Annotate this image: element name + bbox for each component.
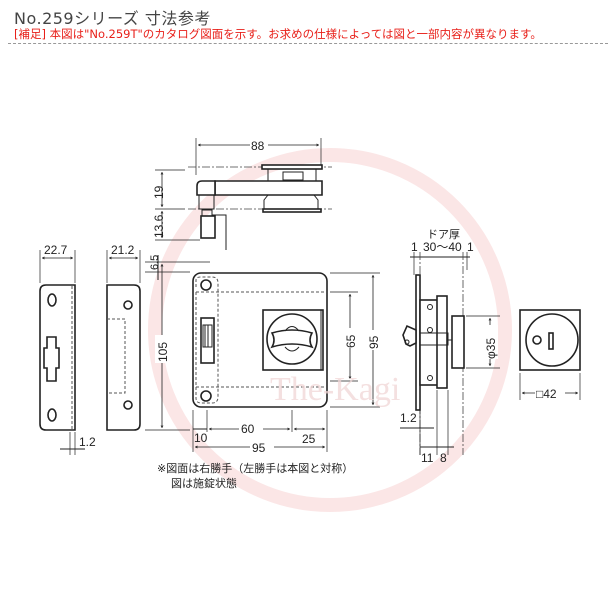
- supplement-note: [補足] 本図は"No.259T"のカタログ図面を示す。お求めの仕様によっては図…: [14, 27, 542, 41]
- dim-strike-thickness: 1.2: [79, 435, 96, 449]
- strike-plate-side: 21.2: [106, 243, 141, 431]
- dim-front-offset: 6.5: [149, 255, 161, 270]
- dim-door-label: ドア厚: [427, 228, 460, 241]
- dim-strike2-width: 21.2: [111, 243, 135, 257]
- dim-front-height-total: 105: [156, 342, 170, 362]
- top-view: 88 19 13.6: [152, 138, 332, 250]
- escutcheon-view: □42: [519, 309, 581, 401]
- dim-door-left: 1: [411, 240, 418, 254]
- strike-plate-front: 22.7 1.2: [39, 243, 96, 455]
- footnote-state: 図は施錠状態: [171, 477, 237, 490]
- dim-side-b: 8: [440, 451, 447, 465]
- dim-top-h2: 13.6: [152, 214, 166, 238]
- side-view: ドア厚 1 30〜40 1 φ35 1.2 11 8: [400, 228, 500, 465]
- dim-knob-dia: φ35: [484, 338, 498, 359]
- page-title: No.259シリーズ 寸法参考: [14, 9, 211, 28]
- dim-top-h1: 19: [152, 185, 166, 199]
- dim-door-range: 30〜40: [423, 240, 462, 254]
- divider: [8, 43, 608, 44]
- dim-front-w-left: 10: [194, 431, 208, 445]
- dim-front-w-right: 25: [302, 432, 316, 446]
- dim-front-height: 95: [367, 335, 381, 349]
- dim-top-width: 88: [251, 139, 265, 153]
- dim-door-right: 1: [467, 240, 474, 254]
- dim-front-width: 95: [252, 441, 266, 455]
- dim-front-w-mid: 60: [241, 422, 255, 436]
- watermark-ring: [148, 148, 512, 512]
- footnote-hand: ※図面は右勝手（左勝手は本図と対称）: [157, 462, 354, 475]
- dim-escutcheon: □42: [536, 387, 557, 401]
- dim-strike1-width: 22.7: [44, 243, 68, 257]
- dim-side-a: 11: [421, 451, 434, 465]
- dim-front-inner-height: 65: [344, 334, 358, 348]
- dim-side-plate: 1.2: [400, 411, 417, 425]
- front-view: 6.5 105 65 95 60 10 25: [145, 255, 381, 455]
